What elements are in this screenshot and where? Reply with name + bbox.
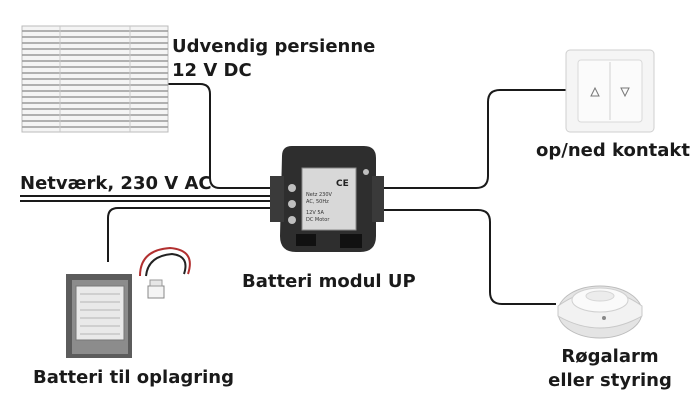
module-ce-mark: CE xyxy=(336,179,349,189)
line-module-smoke xyxy=(382,209,556,305)
line-battery-module xyxy=(107,207,272,262)
smoke-detector-icon xyxy=(557,285,643,339)
module-spec-line-2: AC, 50Hz xyxy=(306,199,329,205)
label-smoke-line-2: eller styring xyxy=(548,370,672,391)
connection-lines xyxy=(20,83,566,305)
label-blind-line-1: Udvendig persienne xyxy=(172,36,376,57)
battery-pack-icon xyxy=(66,246,191,358)
module-spec-line-3: 12V 5A xyxy=(306,210,325,216)
module-spec-line-4: DC Motor xyxy=(306,217,330,223)
label-network: Netværk, 230 V AC xyxy=(20,173,212,194)
label-switch: op/ned kontakt xyxy=(536,140,690,161)
battery-module-device-icon: CE Netz 230V AC, 50Hz 12V 5A DC Motor xyxy=(270,146,384,252)
line-blind-module xyxy=(168,83,272,189)
label-smoke-line-1: Røgalarm xyxy=(561,346,659,367)
label-module: Batteri modul UP xyxy=(242,271,416,292)
label-blind-line-2: 12 V DC xyxy=(172,60,252,81)
up-down-rocker-switch-icon xyxy=(565,49,655,133)
label-battery: Batteri til oplagring xyxy=(33,367,235,388)
venetian-blind-icon xyxy=(21,25,169,133)
module-spec-line-1: Netz 230V xyxy=(306,192,333,198)
line-module-switch xyxy=(382,89,566,189)
